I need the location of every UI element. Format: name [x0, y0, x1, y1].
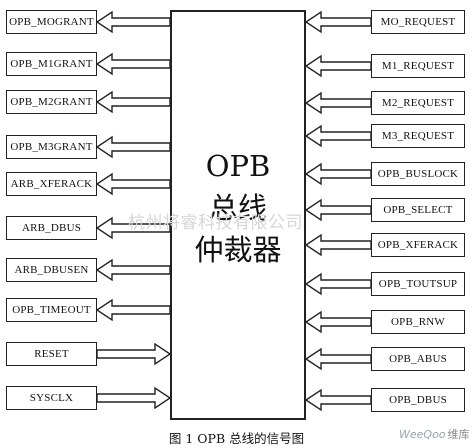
- signal-opb-select: OPB_SELECT: [371, 198, 465, 222]
- arrow-signal-m1-request: [304, 54, 372, 78]
- signal-m2-request: M2_REQUEST: [371, 91, 465, 115]
- signal-m1-request: M1_REQUEST: [371, 54, 465, 78]
- arrow-signal-arb-dbus: [95, 216, 171, 240]
- signal-opb-dbus: OPB_DBUS: [371, 388, 465, 412]
- signal-m3-request: M3_REQUEST: [371, 124, 465, 148]
- signal-arb-dbusen: ARB_DBUSEN: [6, 258, 97, 282]
- arrow-signal-opb-select: [304, 198, 372, 222]
- logo-name: WeeQoo: [399, 428, 446, 441]
- center-title-line3: 仲裁器: [194, 233, 282, 267]
- arrow-signal-m3-request: [304, 124, 372, 148]
- signal-sysclx: SYSCLX: [6, 386, 97, 410]
- signal-opb-timeout: OPB_TIMEOUT: [6, 298, 97, 322]
- opb-bus-arbiter-block: OPB 总线 仲裁器: [170, 10, 306, 420]
- arrow-signal-arb-dbusen: [95, 258, 171, 282]
- arrow-signal-opb-m1grant: [95, 52, 171, 76]
- signal-opb-buslock: OPB_BUSLOCK: [371, 162, 465, 186]
- signal-arb-dbus: ARB_DBUS: [6, 216, 97, 240]
- signal-opb-m2grant: OPB_M2GRANT: [6, 90, 97, 114]
- arrow-signal-opb-timeout: [95, 298, 171, 322]
- arrow-signal-arb-xferack: [95, 172, 171, 196]
- arrow-signal-sysclx: [96, 386, 172, 410]
- arrow-signal-reset: [96, 342, 172, 366]
- signal-opb-m3grant: OPB_M3GRANT: [6, 135, 97, 159]
- signal-opb-m1grant: OPB_M1GRANT: [6, 52, 97, 76]
- arrow-signal-m0-request: [304, 10, 372, 34]
- arrow-signal-opb-toutsup: [304, 272, 372, 296]
- signal-opb-abus: OPB_ABUS: [371, 347, 465, 371]
- signal-opb-rnw: OPB_RNW: [371, 310, 465, 334]
- arrow-signal-opb-abus: [304, 347, 372, 371]
- arrow-signal-opb-dbus: [304, 388, 372, 412]
- arrow-signal-m2-request: [304, 91, 372, 115]
- arrow-signal-opb-m0grant: [95, 10, 171, 34]
- signal-m0-request: MO_REQUEST: [371, 10, 465, 34]
- center-title-line2: 总线: [208, 191, 267, 225]
- signal-reset: RESET: [6, 342, 97, 366]
- signal-opb-xferack: OPB_XFERACK: [371, 233, 465, 257]
- logo-sub: 维库: [447, 428, 470, 441]
- signal-arb-xferack: ARB_XFERACK: [6, 172, 97, 196]
- signal-opb-toutsup: OPB_TOUTSUP: [371, 272, 465, 296]
- signal-opb-m0grant: OPB_MOGRANT: [6, 10, 97, 34]
- arrow-signal-opb-m3grant: [95, 135, 171, 159]
- center-title-line1: OPB: [205, 149, 271, 183]
- arrow-signal-opb-buslock: [304, 162, 372, 186]
- figure-caption: 图 1 OPB 总线的信号图: [168, 431, 305, 446]
- watermark-text: 杭州将睿科技有限公司: [128, 213, 303, 233]
- arrow-signal-opb-rnw: [304, 310, 372, 334]
- arrow-signal-opb-xferack: [304, 233, 372, 257]
- arrow-signal-opb-m2grant: [95, 90, 171, 114]
